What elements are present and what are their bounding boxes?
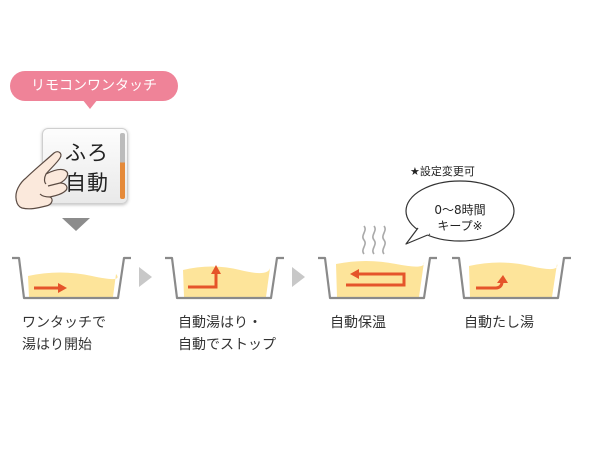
keep-bubble-line1: 0～8時間 [434,203,486,217]
furo-auto-remote-button: ふろ 自動 [42,128,128,204]
step-2-line1: 自動湯はり・ [178,315,262,331]
keep-bubble-text: 0～8時間 キープ※ [414,202,506,234]
badge-pointer [82,99,98,109]
speech-bubble-icon [405,180,515,245]
next-step-arrow-icon [292,267,305,287]
step-3-line1: 自動保温 [330,315,386,331]
next-step-arrow-icon [139,267,152,287]
remote-button-line2: 自動 [65,171,109,195]
tub-step-1 [12,256,131,300]
step-3-caption: 自動保温 [330,312,386,334]
tub-step-3 [318,225,437,300]
step-4-caption: 自動たし湯 [464,312,534,334]
remote-button-indicator-stripe [120,133,125,199]
step-1-line1: ワンタッチで [22,315,106,331]
remote-button-line1: ふろ [65,141,109,165]
step-1-caption: ワンタッチで 湯はり開始 [22,312,106,356]
steam-icon [362,225,386,255]
tub-step-2 [165,256,284,300]
step-4-line1: 自動たし湯 [464,315,534,331]
star-icon: ★ [410,165,420,178]
tub-step-4 [452,256,571,300]
step-2-caption: 自動湯はり・ 自動でストップ [178,312,276,356]
setting-note-text: 設定変更可 [419,165,475,178]
down-arrow-icon [62,218,90,231]
setting-changeable-note: ★設定変更可 [410,163,475,179]
one-touch-badge: リモコンワンタッチ [10,71,178,101]
step-1-line2: 湯はり開始 [22,337,92,353]
step-2-line2: 自動でストップ [178,337,276,353]
keep-bubble-line2: キープ※ [437,219,483,233]
